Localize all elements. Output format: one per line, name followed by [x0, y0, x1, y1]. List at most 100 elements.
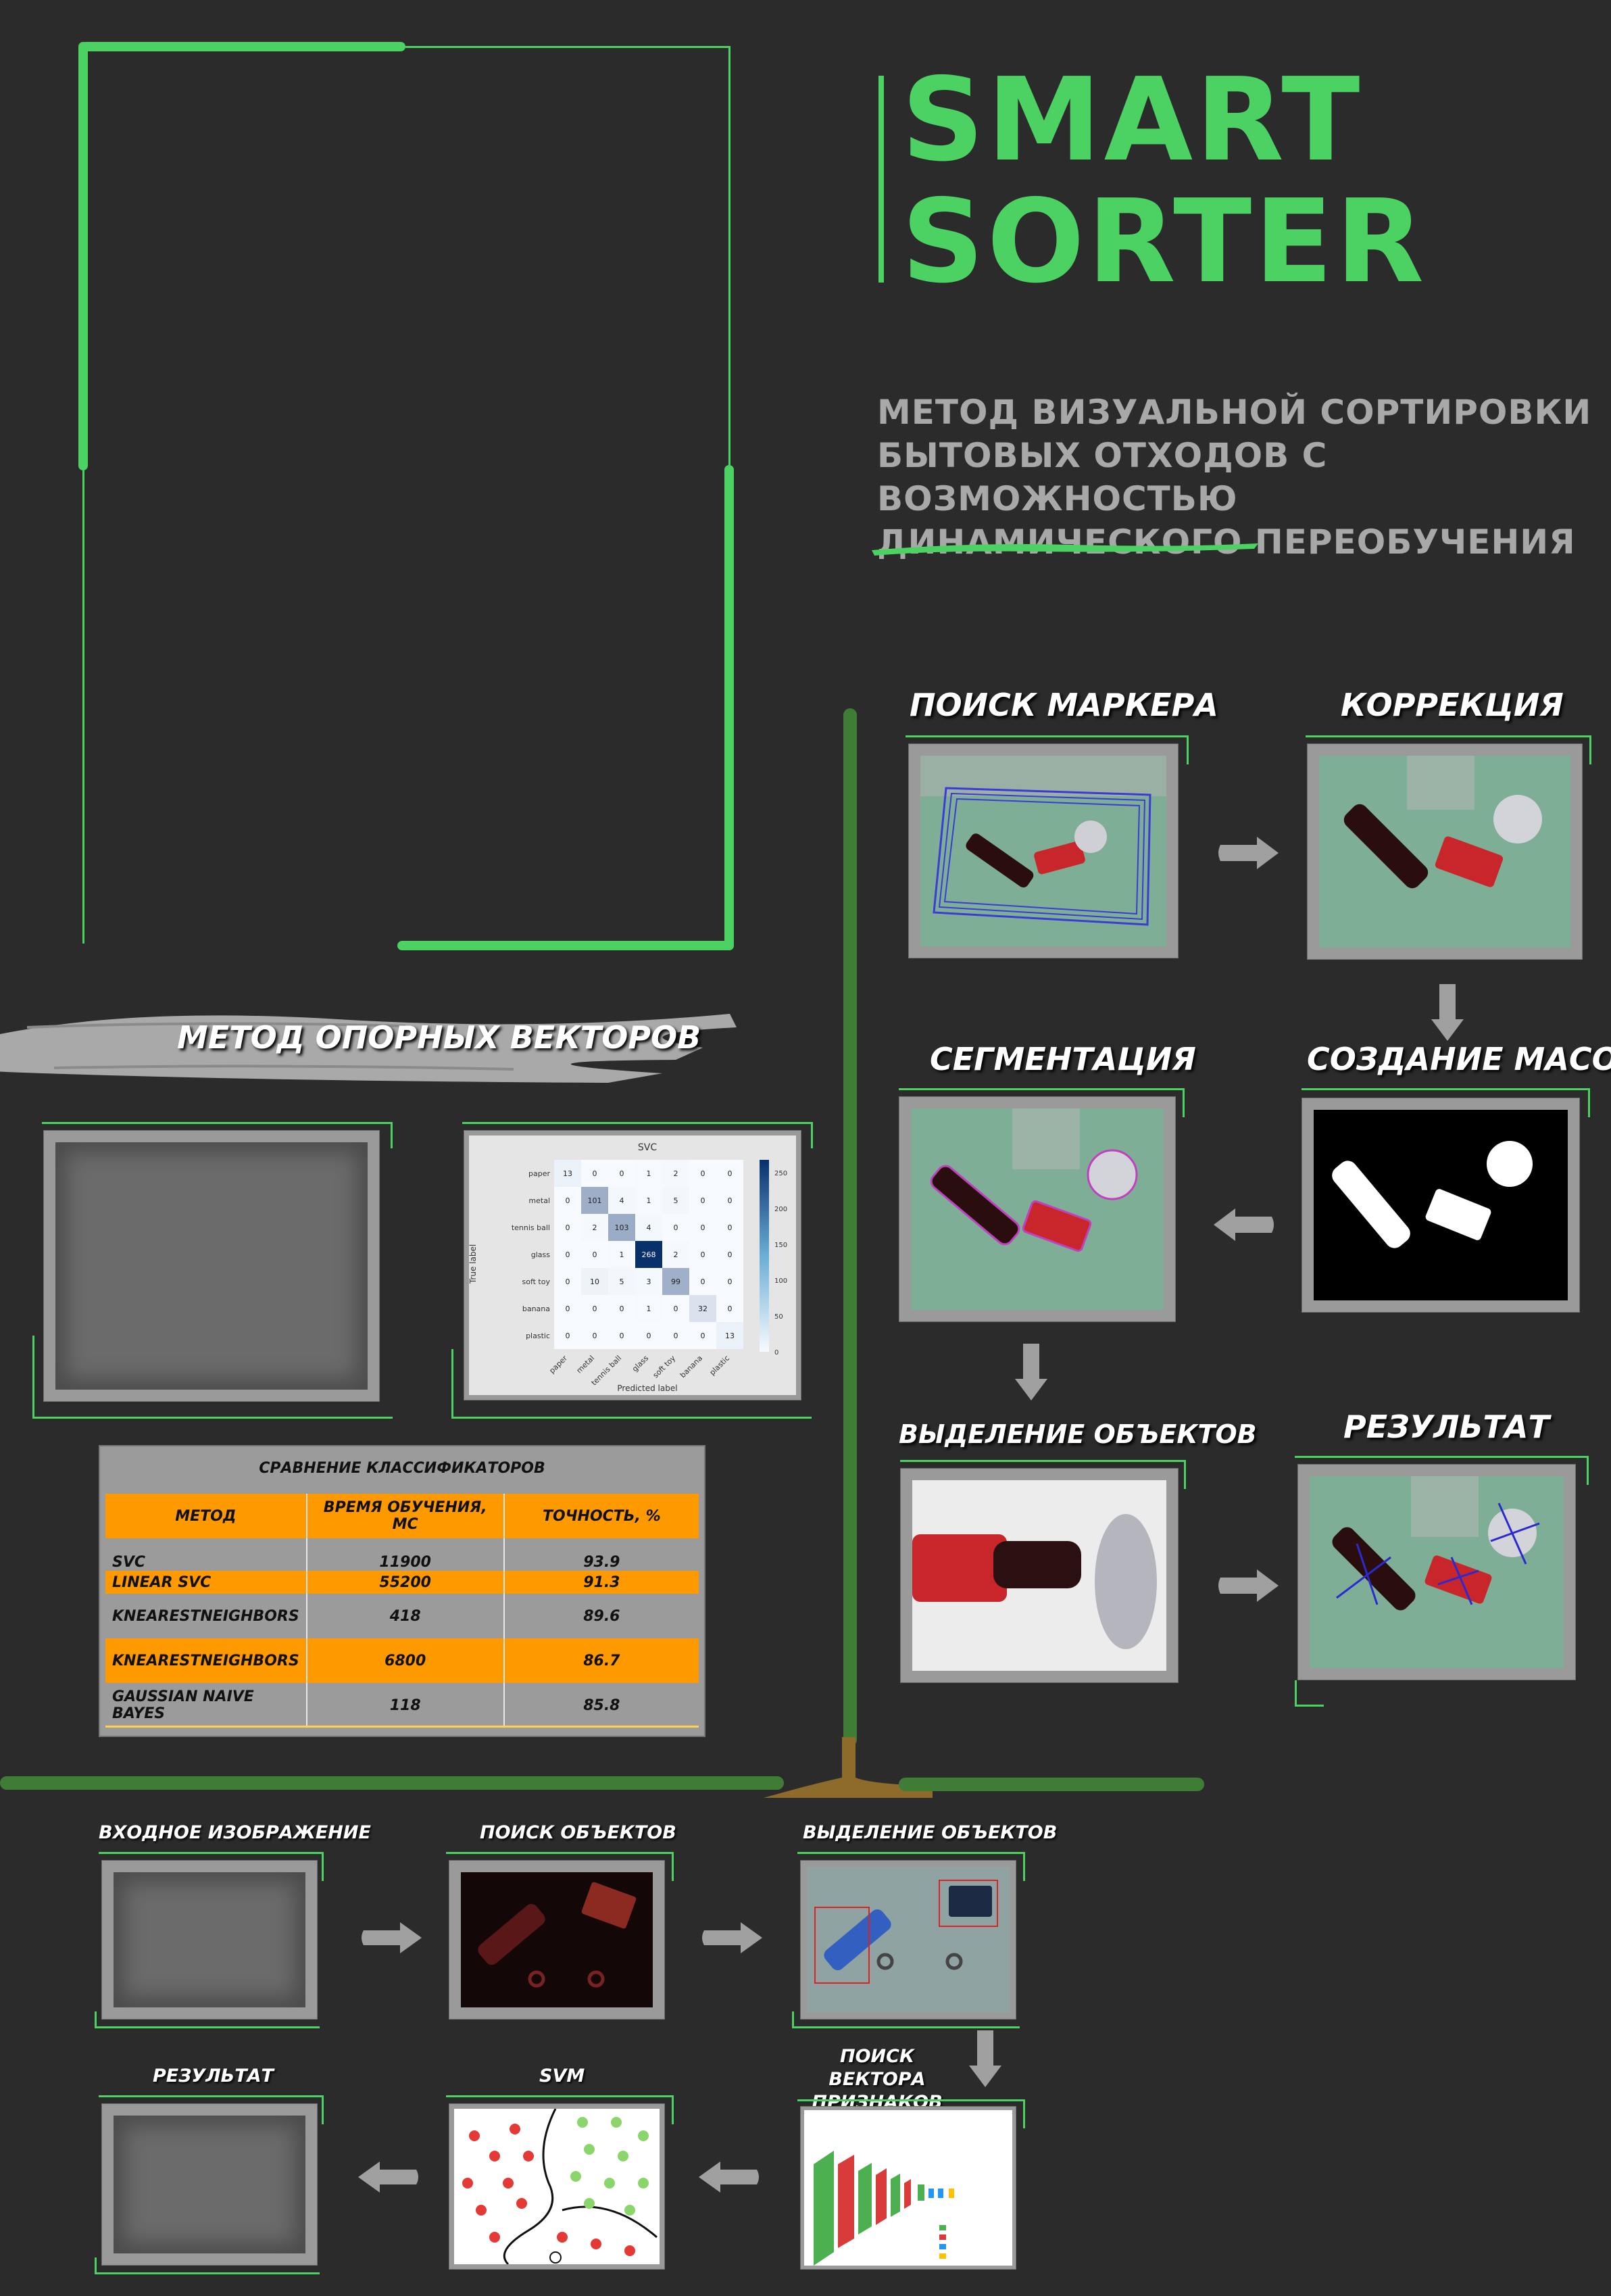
- cm-ylabel: True label: [469, 1244, 478, 1284]
- step-title-marker: ПОИСК МАРКЕРА: [910, 687, 1218, 723]
- cm-cell: [554, 1187, 581, 1214]
- subtitle-brush-underline: [872, 543, 1258, 556]
- cm-cell: [635, 1295, 662, 1322]
- cm-cell: [689, 1160, 716, 1187]
- bottom-frame-extract: [800, 1860, 1016, 2020]
- step-photo-masks: [1302, 1098, 1580, 1313]
- cm-cell-value: 0: [593, 1332, 597, 1340]
- cm-cell: [608, 1241, 635, 1268]
- input-image-placeholder: [114, 1872, 305, 2007]
- cm-cell-value: 4: [647, 1223, 651, 1232]
- cell-accuracy: 86.7: [583, 1652, 620, 1669]
- step-corner-marker: [906, 735, 1189, 764]
- bottom-title-extract: ВЫДЕЛЕНИЕ ОБЪЕКТОВ: [803, 1822, 1058, 1843]
- subtitle-line-3: ДИНАМИЧЕСКОГО ПЕРЕОБУЧЕНИЯ: [877, 522, 1576, 562]
- cm-cell-value: 0: [593, 1169, 597, 1178]
- result-scene: [1310, 1476, 1564, 1668]
- cm-cell: [635, 1187, 662, 1214]
- cm-cell: [608, 1322, 635, 1349]
- cm-cell-value: 0: [728, 1304, 733, 1313]
- cm-colorbar-tick: 150: [774, 1242, 787, 1249]
- cell-method: SVC: [105, 1538, 307, 1571]
- cm-cell: [689, 1268, 716, 1295]
- cm-cell: [716, 1214, 743, 1241]
- cm-cell-value: 1: [647, 1169, 651, 1178]
- cm-cell: [581, 1241, 608, 1268]
- step-corner-masks: [1302, 1088, 1590, 1117]
- bottom-corner-feature: [797, 2099, 1025, 2128]
- cm-cell-value: 0: [593, 1250, 597, 1259]
- frame-line-right: [724, 465, 734, 950]
- cell-accuracy: 89.6: [583, 1607, 620, 1625]
- frame-line-top-thin: [405, 46, 730, 48]
- cm-cell-value: 0: [566, 1223, 570, 1232]
- bottom-corner-input-bottom: [95, 2011, 320, 2028]
- cnn-diagram: [804, 2110, 1012, 2266]
- arrow-right-b1: [360, 1921, 424, 1955]
- cm-row-label: paper: [528, 1169, 550, 1178]
- cm-cell: [581, 1268, 608, 1295]
- frame-line-bottom: [397, 941, 734, 950]
- svm-brush-stroke: [0, 1014, 737, 1083]
- cm-cell-value: 0: [728, 1169, 733, 1178]
- step-corner-result: [1295, 1456, 1589, 1485]
- cm-cell-value: 13: [725, 1332, 735, 1340]
- cm-cell: [554, 1214, 581, 1241]
- branch-left: [0, 1776, 784, 1790]
- bottom-frame-svm: [449, 2103, 665, 2270]
- cm-cell-value: 0: [674, 1223, 678, 1232]
- cm-colorbar-tick: 0: [774, 1349, 778, 1357]
- step-photo-result: [1297, 1464, 1576, 1680]
- cm-cell: [689, 1295, 716, 1322]
- cm-colorbar-tick: 250: [774, 1170, 787, 1177]
- trunk-vertical: [843, 708, 857, 1747]
- cm-cell-value: 0: [728, 1223, 733, 1232]
- cm-cell: [635, 1214, 662, 1241]
- svm-image-corner-bottom: [32, 1336, 393, 1419]
- cm-cell-value: 1: [620, 1250, 624, 1259]
- extraction-scene: [912, 1480, 1166, 1671]
- cm-cell: [554, 1322, 581, 1349]
- cm-cell: [689, 1214, 716, 1241]
- step-photo-marker: [908, 743, 1179, 958]
- cm-cell: [662, 1322, 689, 1349]
- frame-line-left-thin: [82, 470, 84, 944]
- subtitle-line-2: БЫТОВЫХ ОТХОДОВ С ВОЗМОЖНОСТЬЮ: [877, 436, 1328, 518]
- step-title-extraction: ВЫДЕЛЕНИЕ ОБЪЕКТОВ: [899, 1419, 1257, 1449]
- bottom-corner-result-bottom: [95, 2257, 320, 2274]
- comparison-grid: МЕТОД ВРЕМЯ ОБУЧЕНИЯ, МС ТОЧНОСТЬ, % SVC…: [105, 1494, 699, 1728]
- bottom-corner-svm: [446, 2095, 674, 2124]
- cm-cell: [716, 1322, 743, 1349]
- step-photo-extraction: [900, 1468, 1179, 1683]
- cm-cell: [581, 1187, 608, 1214]
- cm-cell-value: 10: [590, 1277, 599, 1286]
- cm-cell: [554, 1268, 581, 1295]
- cell-method: KNEARESTNEIGHBORS: [105, 1638, 307, 1683]
- cm-cell: [554, 1241, 581, 1268]
- header-method: МЕТОД: [105, 1494, 307, 1538]
- bottom-frame-result: [101, 2103, 318, 2266]
- trunk-root: [764, 1737, 933, 1798]
- cm-cell-value: 0: [566, 1250, 570, 1259]
- cm-row-label: soft toy: [522, 1277, 550, 1286]
- segmentation-scene: [911, 1108, 1164, 1310]
- cm-row-label: metal: [528, 1196, 550, 1205]
- cm-cell: [716, 1187, 743, 1214]
- cm-colorbar-tick: 50: [774, 1313, 783, 1321]
- cm-cell-value: 32: [698, 1304, 708, 1313]
- cm-cell: [662, 1187, 689, 1214]
- cm-cell-value: 0: [728, 1277, 733, 1286]
- table-row: GAUSSIAN NAIVE BAYES 118 85.8: [105, 1683, 699, 1728]
- cm-cell-value: 99: [671, 1277, 680, 1286]
- svm-image-frame: [43, 1130, 380, 1402]
- cm-colorbar-tick: 200: [774, 1206, 787, 1213]
- arrow-left-b2: [355, 2160, 420, 2194]
- cm-cell-value: 0: [701, 1196, 705, 1205]
- cm-cell-value: 0: [728, 1250, 733, 1259]
- branch-right: [899, 1778, 1204, 1791]
- cell-time: 11900: [306, 1538, 505, 1571]
- bottom-corner-input: [99, 1852, 324, 1881]
- table-row: KNEARESTNEIGHBORS 6800 86.7: [105, 1638, 699, 1683]
- cell-method: LINEAR SVC: [105, 1571, 307, 1594]
